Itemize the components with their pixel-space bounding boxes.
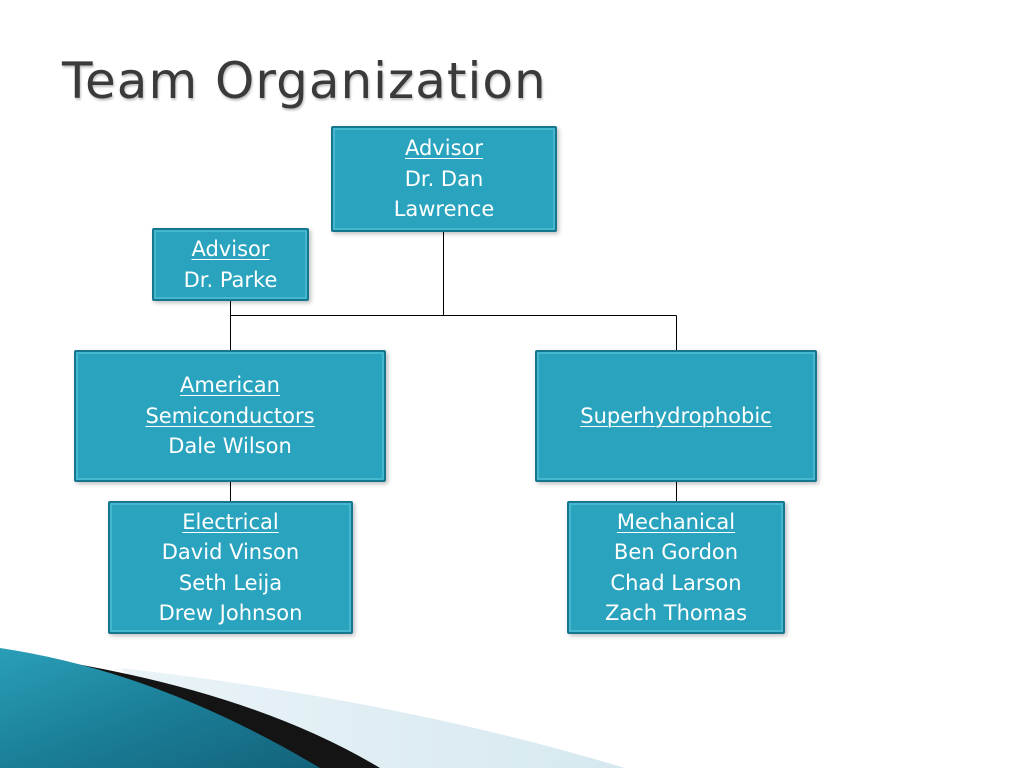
node-name-line: Lawrence (393, 197, 495, 222)
node-name-line: Dale Wilson (168, 434, 292, 459)
node-role: American (180, 373, 280, 398)
node-mechanical: Mechanical Ben Gordon Chad Larson Zach T… (567, 501, 785, 634)
node-advisor-dr-parke: Advisor Dr. Parke (152, 228, 309, 301)
node-advisor-dan-lawrence: Advisor Dr. Dan Lawrence (331, 126, 557, 232)
node-name-line: Zach Thomas (604, 601, 748, 625)
node-role: Advisor (191, 237, 270, 261)
node-role: Advisor (404, 136, 483, 161)
node-role: Electrical (182, 509, 279, 534)
slide-title: Team Organization (62, 52, 547, 110)
node-name-line: Ben Gordon (613, 540, 739, 564)
node-role: Superhydrophobic (580, 403, 772, 428)
node-role: Semiconductors (145, 403, 315, 428)
node-name-line: Dr. Parke (183, 267, 278, 292)
node-name-line: Dr. Dan (404, 166, 484, 191)
node-american-semiconductors: American Semiconductors Dale Wilson (74, 350, 386, 482)
node-electrical: Electrical David Vinson Seth Leija Drew … (108, 501, 353, 634)
node-role: Mechanical (616, 509, 736, 534)
node-name-line: Chad Larson (610, 570, 742, 595)
node-name-line: Drew Johnson (158, 601, 303, 625)
node-name-line: Seth Leija (178, 570, 283, 595)
node-name-line: David Vinson (161, 540, 300, 564)
node-superhydrophobic: Superhydrophobic (535, 350, 817, 482)
